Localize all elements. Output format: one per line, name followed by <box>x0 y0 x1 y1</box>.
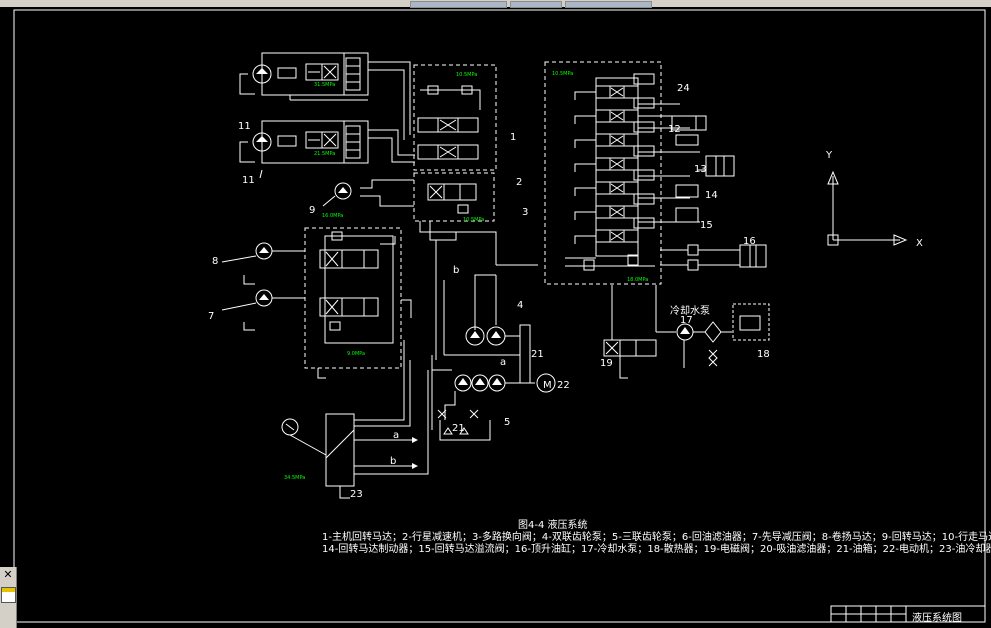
pressure-label: 10.5MPa <box>456 72 477 78</box>
valve-block-2 <box>413 172 495 222</box>
pressure-label: 10.5MPa <box>463 217 484 223</box>
label-2: 2 <box>516 177 522 188</box>
actuator-group-upper <box>239 52 411 140</box>
toolbar-tab[interactable] <box>410 1 507 8</box>
pressure-label: 18.0MPa <box>627 277 648 283</box>
component-labels: 1 2 3 4 5 7 8 9 11 11 12 13 14 15 16 17 … <box>208 83 770 500</box>
label-14: 14 <box>705 190 718 201</box>
toolbar-tab[interactable] <box>565 1 652 8</box>
pressure-label: 9.0MPa <box>347 351 365 357</box>
pressure-label: 16.0MPa <box>322 213 343 219</box>
label-7: 7 <box>208 311 214 322</box>
valve-group-7-8 <box>221 227 412 379</box>
label-11-lower: 11 <box>242 175 255 186</box>
pressure-annotations: 10.5MPa 31.5MPa 21.5MPa 10.5MPa 16.0MPa … <box>284 71 648 481</box>
toolbar-strip <box>0 0 991 8</box>
label-4: 4 <box>517 300 523 311</box>
label-3: 3 <box>522 207 528 218</box>
title-block <box>830 605 986 623</box>
pressure-label: 10.5MPa <box>552 71 573 77</box>
label-22: 22 <box>557 380 570 391</box>
line-label-a-1: a <box>500 357 506 368</box>
close-icon[interactable]: ✕ <box>3 568 13 581</box>
cooler-pump-label: 冷却水泵 <box>670 304 710 317</box>
line-label-b-1: b <box>453 265 459 276</box>
label-11-upper: 11 <box>238 121 251 132</box>
label-19: 19 <box>600 358 613 369</box>
label-1: 1 <box>510 132 516 143</box>
title-block-text: 液压系统图 <box>912 611 962 624</box>
cooling-circuit <box>603 285 770 379</box>
label-16: 16 <box>743 236 756 247</box>
toolbar-tab[interactable] <box>510 1 562 8</box>
label-24: 24 <box>677 83 690 94</box>
label-15: 15 <box>700 220 713 231</box>
label-21-right: 21 <box>531 349 544 360</box>
connection-lines <box>360 179 538 360</box>
label-21-tank: 21 <box>452 423 465 434</box>
line-label-b-2: b <box>390 456 396 467</box>
line-label-a-2: a <box>393 430 399 441</box>
label-8: 8 <box>212 256 218 267</box>
pressure-label: 31.5MPa <box>314 82 335 88</box>
pump-assembly <box>431 324 556 441</box>
label-17: 17 <box>680 315 693 326</box>
multi-way-valve-stack-3 <box>544 61 767 285</box>
pressure-label: 34.5MPa <box>284 475 305 481</box>
label-23: 23 <box>350 489 363 500</box>
ucs-axes <box>827 170 908 246</box>
drawing-frame <box>13 9 986 623</box>
label-9: 9 <box>309 205 315 216</box>
axis-label-x: X <box>916 238 923 249</box>
pressure-label: 21.5MPa <box>314 151 335 157</box>
motor-symbol: M <box>543 380 552 391</box>
valve-block-1 <box>413 64 497 171</box>
line-labels: a a b b <box>390 265 506 467</box>
caption-title: 图4-4 液压系统 <box>518 518 588 531</box>
label-5: 5 <box>504 417 510 428</box>
label-13: 13 <box>694 164 707 175</box>
drawing-canvas[interactable]: 1 2 3 4 5 7 8 9 11 11 12 13 14 15 16 17 … <box>0 7 991 628</box>
actuator-group-lower <box>239 120 415 179</box>
legend-line-1: 1-主机回转马达；2-行星减速机；3-多路换向阀；4-双联齿轮泵；5-三联齿轮泵… <box>322 530 991 543</box>
pump-9 <box>322 182 352 207</box>
legend-line-2: 14-回转马达制动器；15-回转马达溢流阀；16-顶升油缸；17-冷却水泵；18… <box>322 542 991 555</box>
oil-cooler-23 <box>281 340 429 499</box>
label-12: 12 <box>668 124 681 135</box>
tool-palette[interactable]: ✕ <box>0 567 17 628</box>
tool-thumbnail-icon[interactable] <box>1 587 16 603</box>
axis-label-y: Y <box>825 150 833 161</box>
label-18: 18 <box>757 349 770 360</box>
